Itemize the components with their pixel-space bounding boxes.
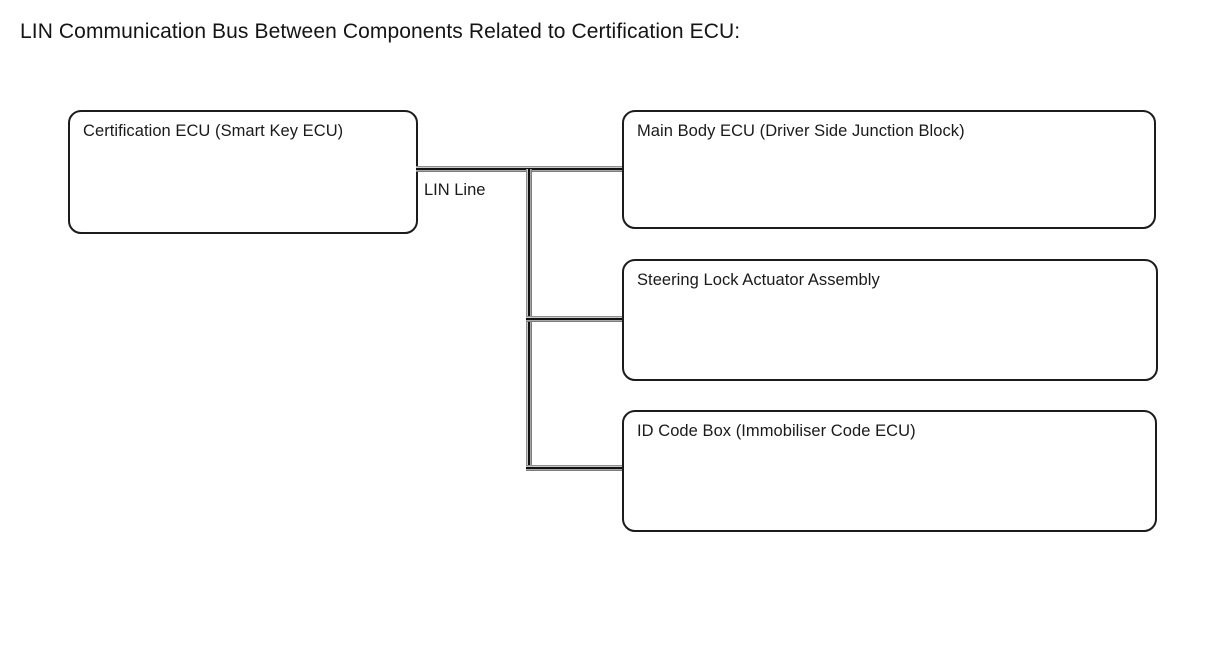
node-main-body-ecu-label: Main Body ECU (Driver Side Junction Bloc… <box>637 122 965 140</box>
lin-bus-main-segment <box>416 166 624 172</box>
node-certification-ecu[interactable]: Certification ECU (Smart Key ECU) <box>68 110 418 234</box>
node-steering-lock-actuator[interactable]: Steering Lock Actuator Assembly <box>622 259 1158 381</box>
page-title: LIN Communication Bus Between Components… <box>20 20 741 43</box>
lin-bus-branch-steering-lock <box>526 316 624 322</box>
node-id-code-box[interactable]: ID Code Box (Immobiliser Code ECU) <box>622 410 1157 532</box>
node-steering-lock-actuator-label: Steering Lock Actuator Assembly <box>637 271 880 289</box>
node-certification-ecu-label: Certification ECU (Smart Key ECU) <box>83 122 344 140</box>
node-main-body-ecu[interactable]: Main Body ECU (Driver Side Junction Bloc… <box>622 110 1156 229</box>
lin-line-label: LIN Line <box>424 181 486 199</box>
lin-bus-branch-id-code-box <box>526 465 624 471</box>
node-id-code-box-label: ID Code Box (Immobiliser Code ECU) <box>637 422 916 440</box>
